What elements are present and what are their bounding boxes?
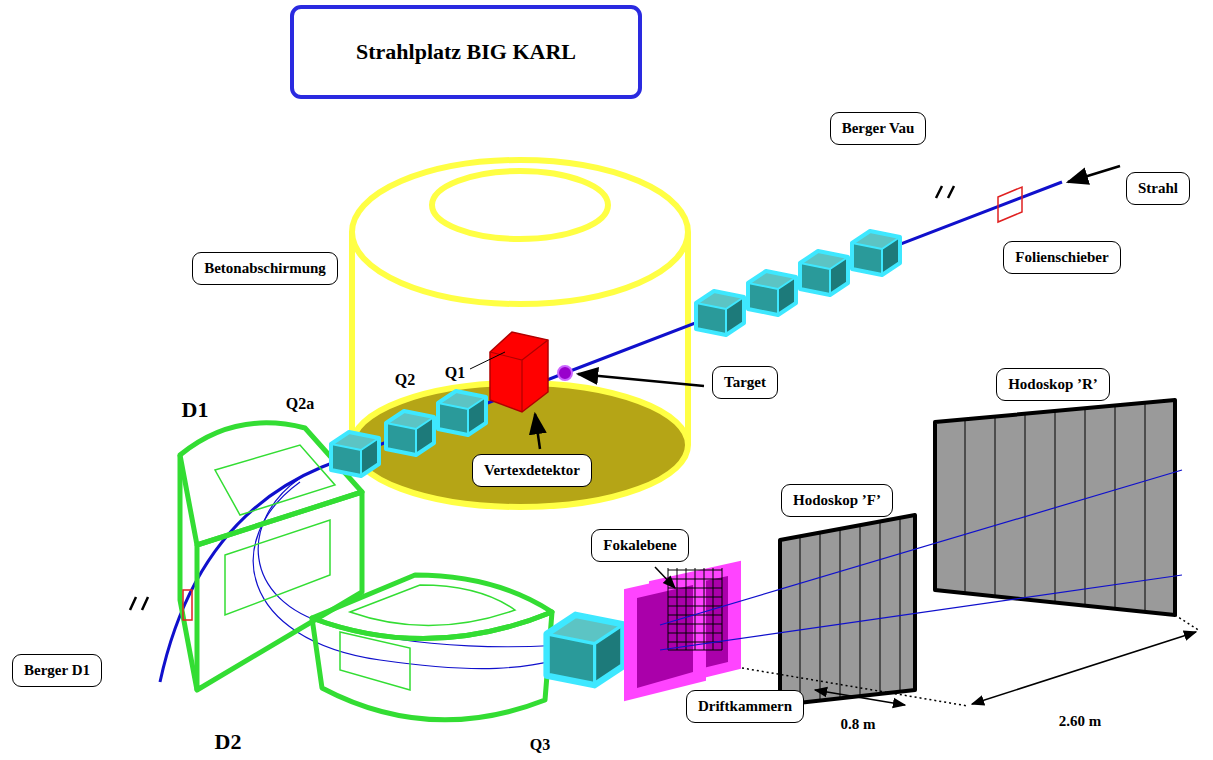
quadrupole-magnet [852, 231, 900, 275]
callout-box: Driftkammern [686, 690, 804, 723]
callout-text: Fokalebene [603, 537, 676, 554]
callout-text: Berger Vau [842, 120, 915, 137]
dimension-arrow [972, 632, 1196, 704]
magnet-label: D2 [213, 729, 244, 754]
trajectory [660, 470, 1182, 625]
magnet-label: Q3 [528, 736, 552, 754]
foil-pusher [998, 187, 1022, 222]
shielding-wall [685, 232, 691, 445]
foil-d1 [183, 590, 192, 620]
drift-chamber [625, 572, 705, 700]
shielding-wall [349, 232, 355, 445]
callout-text: Vertexdetektor [484, 462, 580, 479]
berger-marker [130, 597, 148, 610]
vertex-detector [490, 332, 548, 412]
diagram-title: Strahlplatz BIG KARL [290, 5, 642, 99]
magnet-label: Q2 [393, 371, 417, 389]
callout-box: Betonabschirmung [192, 252, 338, 285]
quadrupole-magnet [800, 251, 848, 295]
leader-arrow [535, 414, 540, 449]
callout-text: Hodoskop ’R’ [1008, 376, 1098, 393]
quadrupole-magnet [438, 391, 486, 435]
dipole-gap [350, 585, 515, 626]
callout-box: Strahl [1126, 172, 1190, 205]
callout-box: Hodoskop ’F’ [781, 484, 893, 517]
target [558, 366, 572, 380]
callout-box: Hodoskop ’R’ [996, 368, 1110, 401]
dipole-gap [225, 520, 330, 615]
callout-text: Target [724, 374, 766, 391]
quadrupole-magnet [386, 411, 434, 455]
callout-box: Target [712, 366, 778, 399]
drift-chamber-window [637, 585, 693, 688]
leader-arrow [655, 567, 675, 588]
magnet-label: Q1 [443, 364, 467, 382]
berger-marker [936, 186, 954, 198]
shielding-ring [432, 171, 608, 239]
quadrupole-magnet [547, 615, 624, 685]
callout-text: Strahl [1138, 180, 1178, 197]
callout-text: Hodoskop ’F’ [793, 492, 881, 509]
magnet-label: Q2a [284, 395, 316, 413]
leader-arrow [578, 374, 704, 386]
vertex-detector-edge [490, 340, 548, 412]
callout-box: Berger D1 [12, 654, 102, 687]
dipole-gap [340, 632, 410, 690]
dimension-label: 0.8 m [839, 716, 878, 733]
dipole-magnet [180, 455, 197, 690]
callout-box: Fokalebene [591, 529, 688, 562]
callout-text: Driftkammern [698, 698, 792, 715]
dimension-arrow [815, 690, 905, 705]
hodoscope-f [780, 515, 915, 705]
dipole-gap [215, 445, 335, 515]
beam-line [160, 182, 1062, 682]
callout-box: Vertexdetektor [472, 454, 592, 487]
dipole-magnet [312, 612, 552, 720]
callout-box: Folienschieber [1003, 241, 1120, 274]
shielding-top [352, 160, 688, 304]
leader-line [470, 352, 505, 369]
dipole-magnet [197, 492, 362, 690]
hodoscope-strips [800, 518, 900, 703]
leader-arrow [1068, 166, 1120, 182]
callout-box: Berger Vau [830, 112, 927, 145]
trajectory [660, 575, 1182, 650]
magnet-label: D1 [180, 397, 211, 422]
callout-text: Berger D1 [24, 662, 90, 679]
dimension-guide [1175, 615, 1200, 631]
callout-text: Folienschieber [1015, 249, 1108, 266]
quadrupole-magnet [748, 271, 796, 315]
dimension-label: 2.60 m [1057, 713, 1104, 730]
quadrupole-magnet [696, 291, 744, 335]
quadrupole-magnet [331, 432, 379, 476]
callout-text: Betonabschirmung [204, 260, 326, 277]
